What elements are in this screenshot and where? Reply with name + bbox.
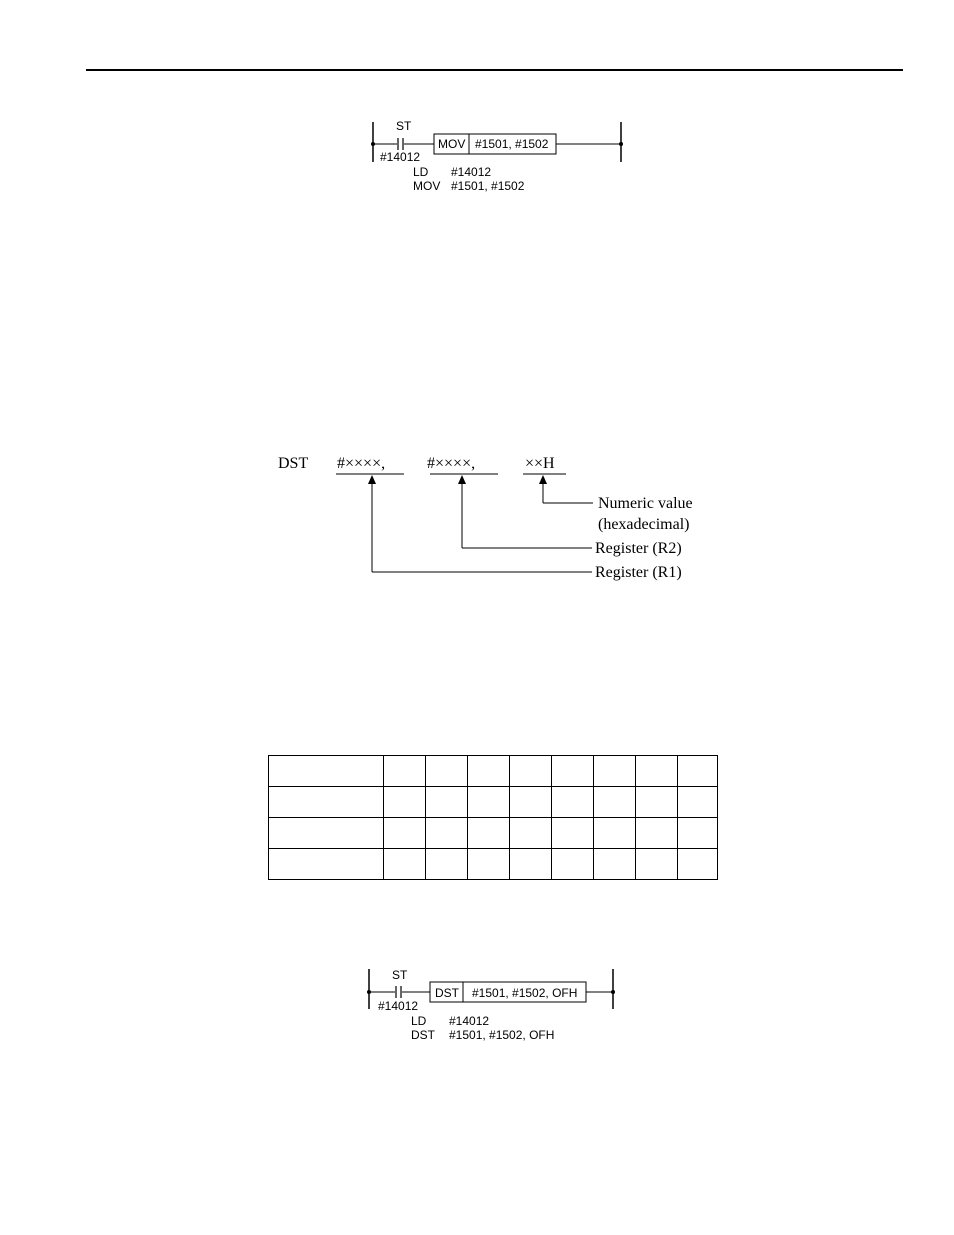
mov-ladder-diagram: ST #14012 MOV #1501, #1502 LD #14012 MOV…: [368, 118, 630, 202]
listing-op: LD: [411, 1014, 427, 1028]
listing-arg: #1501, #1502, OFH: [449, 1028, 555, 1042]
listing-op: LD: [413, 165, 429, 179]
dst-ladder-diagram: ST #14012 DST #1501, #1502, OFH LD #1401…: [364, 965, 620, 1047]
listing-op: MOV: [413, 179, 441, 193]
instruction-box-label: MOV: [438, 137, 466, 151]
contact-address: #14012: [378, 999, 419, 1013]
listing-arg: #14012: [451, 165, 492, 179]
format-operand-r1: #××××,: [337, 455, 386, 472]
format-operand-r2: #××××,: [427, 455, 476, 472]
dst-ladder-lines: [367, 969, 615, 1009]
contact-label: ST: [392, 968, 408, 982]
instruction-box-label: DST: [435, 986, 459, 1000]
dst-format-diagram: DST #××××, #××××, ××H Numeric value (hex…: [270, 448, 715, 593]
operand-box-label: #1501, #1502: [475, 137, 549, 151]
table-row: [268, 817, 718, 849]
contact-label: ST: [396, 119, 412, 133]
mov-ladder-lines: [371, 122, 623, 162]
register-r2-label: Register (R2): [595, 540, 682, 557]
table-row: [268, 755, 718, 787]
table-row: [268, 786, 718, 818]
listing-arg: #14012: [449, 1014, 490, 1028]
listing-arg: #1501, #1502: [451, 179, 525, 193]
operand-box-label: #1501, #1502, OFH: [472, 986, 578, 1000]
format-leader-lines: [336, 473, 593, 573]
format-operand-hex: ××H: [525, 455, 555, 472]
numeric-value-label: Numeric value: [598, 495, 693, 512]
table-row: [268, 848, 718, 880]
contact-address: #14012: [380, 150, 421, 164]
listing-op: DST: [411, 1028, 435, 1042]
format-instruction: DST: [278, 455, 309, 472]
header-rule: [86, 69, 903, 71]
register-r1-label: Register (R1): [595, 564, 682, 581]
hexadecimal-label: (hexadecimal): [598, 516, 690, 533]
bit-grid-table: [268, 755, 718, 880]
